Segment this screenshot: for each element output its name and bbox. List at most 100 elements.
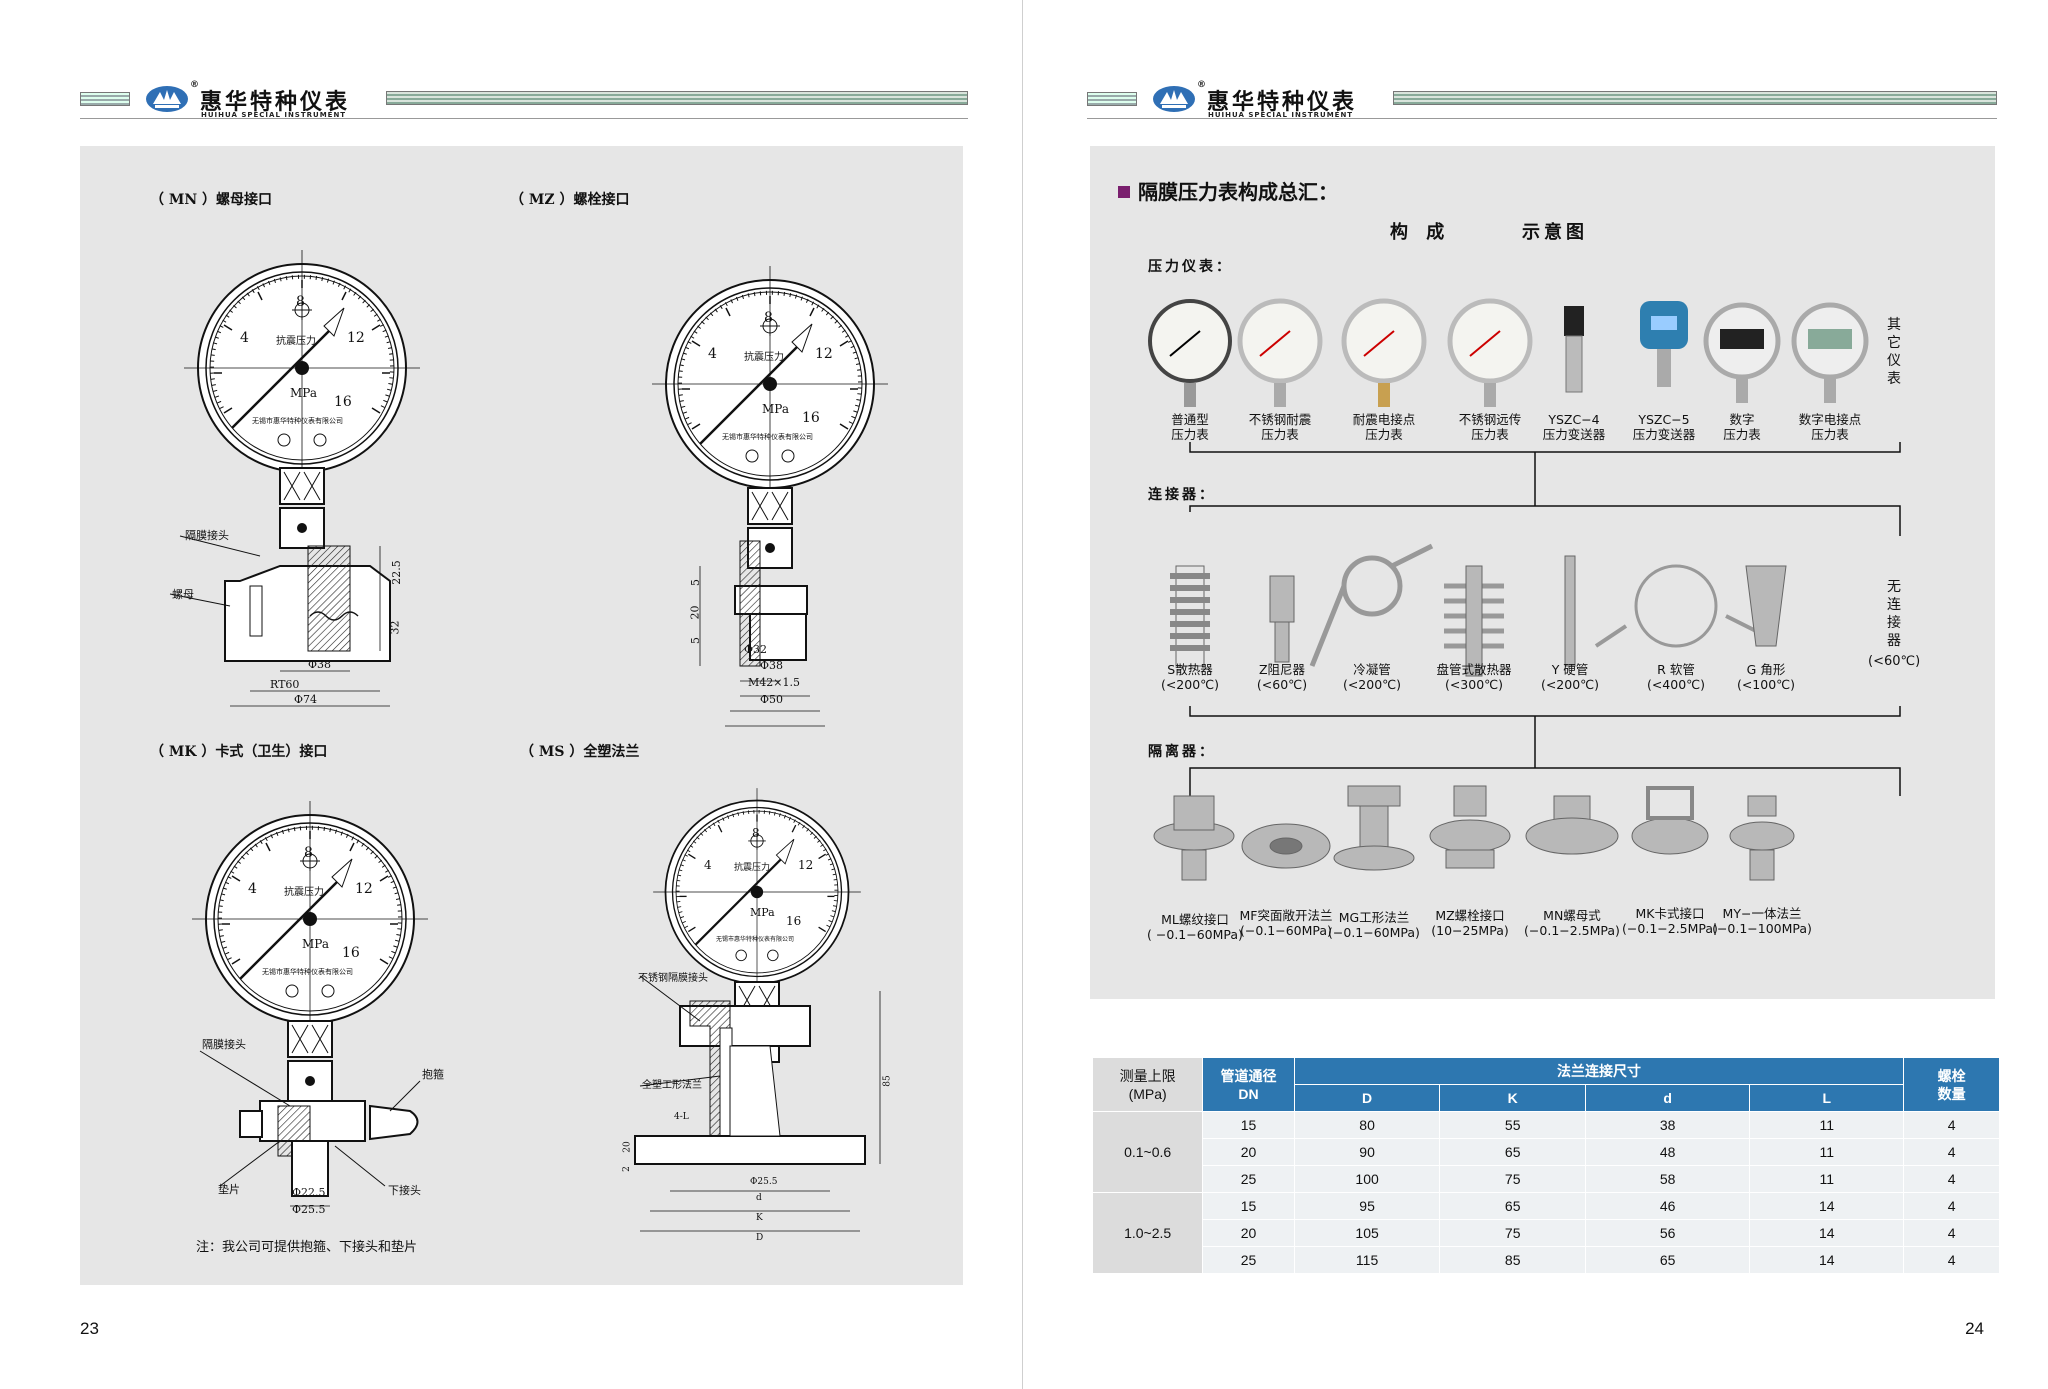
gauge4-num-4: 4 [704,858,712,872]
col-composition: 构 成 [1390,222,1451,243]
brand-name-r: 惠华特种仪表 [1207,89,1358,115]
cell: 65 [1439,1138,1586,1166]
gauge-maker: 无锡市惠华特种仪表有限公司 [252,417,343,425]
cell: 75 [1439,1219,1586,1247]
gauge4-center: 抗震压力 [734,863,771,873]
gauge3-num-8: 8 [304,845,313,861]
cell: 58 [1584,1165,1751,1193]
gauge3-num-4: 4 [248,881,257,897]
dim-phi22-5: Φ22.5 [292,1186,326,1199]
gauge4-num-12: 12 [798,858,814,872]
cell: 115 [1293,1246,1441,1274]
isolator-mk: MK卡式接口(−0.1−2.5MPa) [1622,906,1718,936]
cell: 4 [1903,1165,2000,1193]
label-ss-diaphragm-joint: 不锈钢隔膜接头 [638,973,708,984]
instrument-remote: 不锈钢远传压力表 [1458,412,1522,442]
gauge4-unit: MPa [750,906,775,919]
cell: 15 [1202,1111,1295,1139]
gauge3-center: 抗震压力 [284,887,324,898]
brand-name: 惠华特种仪表 [200,89,351,115]
gauge3-maker: 无锡市惠华特种仪表有限公司 [262,968,353,976]
dim-2: 2 [621,1166,632,1172]
cell: 4 [1903,1138,2000,1166]
bullet-icon [1118,186,1130,198]
cell: 15 [1202,1192,1295,1220]
cell: 4 [1903,1246,2000,1274]
dim-phi38b: Φ38 [760,659,784,672]
drawing-title-mn: （ MN ）螺母接口 [150,192,273,208]
drawing-title-ms: （ MS ）全塑法兰 [520,744,640,760]
dim-phi25-5b: Φ25.5 [750,1177,778,1187]
connector-z-damper: Z阻尼器(<60℃) [1256,662,1308,692]
dim-d-big: D [756,1233,764,1243]
connector-r-hose: R 软管(<400℃) [1646,662,1706,692]
label-plastic-flange: 全塑工形法兰 [642,1080,702,1091]
dim-phi50: Φ50 [760,693,784,706]
cell: 25 [1202,1246,1295,1274]
dim-20b: 20 [622,1141,633,1153]
label-diaphragm-joint-mk: 隔膜接头 [202,1038,246,1051]
cell: 11 [1749,1138,1905,1166]
gauge-num-4: 4 [240,330,249,346]
instrument-ss-shockproof: 不锈钢耐震压力表 [1248,412,1312,442]
dim-m42: M42×1.5 [748,676,800,689]
gauge3-num-12: 12 [355,881,373,897]
cell: 4 [1903,1111,2000,1139]
label-lower-joint: 下接头 [388,1184,421,1197]
dim-22-5: 22.5 [389,560,403,585]
cell: 100 [1293,1165,1441,1193]
gauge-unit: MPa [290,386,317,400]
range-group-1: 0.1~0.6 [1091,1111,1204,1193]
side-no-connector-temp: (<60℃) [1868,654,1921,669]
dim-20: 20 [688,605,702,620]
gauge2-center: 抗震压力 [744,352,784,363]
gauge2-num-8: 8 [764,310,773,326]
side-other-instruments: 其它仪表 [1887,317,1901,387]
gauge-num-8: 8 [296,294,305,310]
dim-d-small: d [756,1193,762,1203]
connector-s-radiator: S散热器(<200℃) [1160,662,1220,692]
gauge-num-16: 16 [334,394,352,410]
cell: 25 [1202,1165,1295,1193]
th-flange: 法兰连接尺寸 [1293,1057,1905,1085]
dim-phi25-5: Φ25.5 [292,1203,326,1216]
drawing-title-mz: （ MZ ）螺栓接口 [510,192,630,208]
range-group-2: 1.0~2.5 [1091,1192,1204,1274]
header-rule-r [1087,118,1997,119]
instrument-digital-contact: 数字电接点压力表 [1798,412,1862,442]
cell: 65 [1584,1246,1751,1274]
cell: 11 [1749,1165,1905,1193]
page-number-left: 23 [80,1319,99,1338]
instrument-electric-contact: 耐震电接点压力表 [1352,412,1416,442]
connector-condenser: 冷凝管(<200℃) [1342,662,1402,692]
dim-5a: 5 [689,579,702,586]
dim-rt60: RT60 [270,678,300,691]
cell: 55 [1439,1111,1586,1139]
th-d: D [1293,1084,1441,1112]
sec-instruments: 压力仪表： [1148,259,1233,275]
connector-y-rigid: Y 硬管(<200℃) [1540,662,1600,692]
connector-coil-radiator: 盘管式散热器(<300℃) [1436,662,1512,692]
isolator-ml: ML螺纹接口( −0.1−60MPa) [1147,912,1243,942]
th-dd: d [1584,1084,1751,1112]
note: 注：我公司可提供抱箍、下接头和垫片 [196,1240,418,1255]
cell: 14 [1749,1192,1905,1220]
label-clamp: 抱箍 [422,1068,444,1081]
header-bar [386,91,968,105]
label-gasket: 垫片 [218,1183,240,1196]
section-title: 隔膜压力表构成总汇： [1138,180,1338,204]
registered-mark: ® [190,80,200,90]
header-left: ® 惠华特种仪表 HUIHUA SPECIAL INSTRUMENT [80,80,968,126]
drawing-title-mk: （ MK ）卡式（卫生）接口 [150,744,328,760]
registered-mark-r: ® [1197,80,1207,90]
gauge4-maker: 无锡市惠华特种仪表有限公司 [716,936,795,943]
gauge2-unit: MPa [762,402,789,416]
connector-g-angle: G 角形(<100℃) [1736,662,1796,692]
isolator-mg: MG工形法兰(−0.1−60MPa) [1328,910,1420,940]
brand-logo-icon-r [1153,86,1195,112]
cell: 95 [1293,1192,1441,1220]
technical-drawings [169,248,890,1232]
instrument-digital: 数字压力表 [1723,412,1761,442]
sec-isolators: 隔离器： [1148,744,1216,760]
